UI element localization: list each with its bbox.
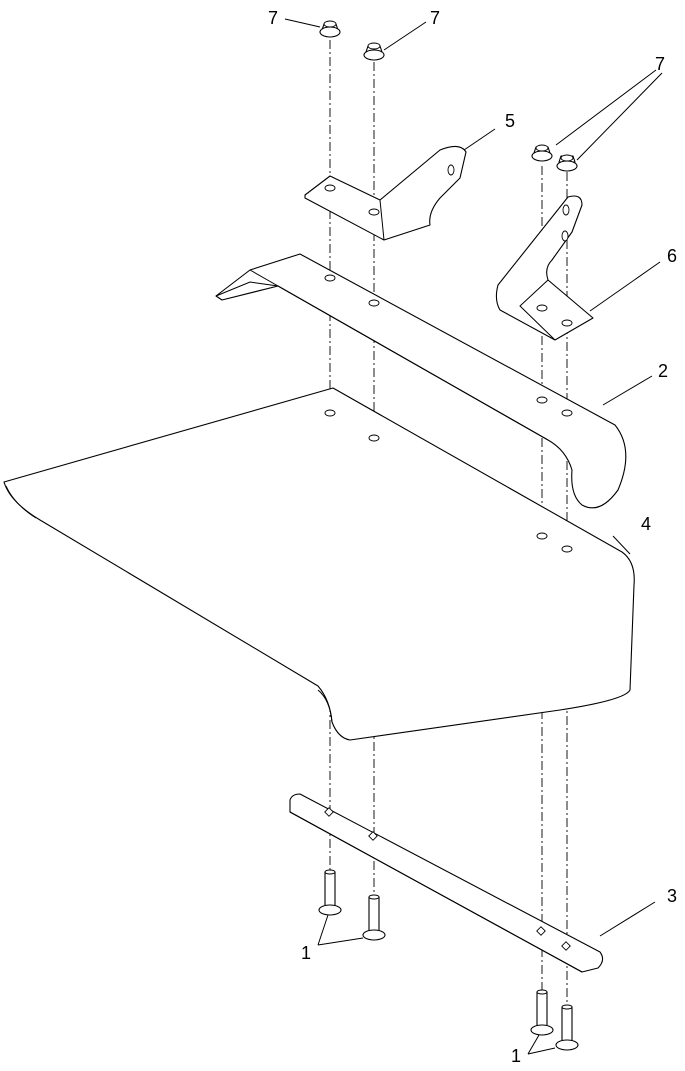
callout-2: 2 [658, 361, 668, 381]
callout-4: 4 [641, 514, 651, 534]
callout-6: 6 [667, 246, 677, 266]
callout-7: 7 [430, 8, 440, 28]
callout-5: 5 [505, 111, 515, 131]
callout-7: 7 [655, 54, 665, 74]
callout-labels: 7 7 7 5 6 2 4 3 1 1 [268, 8, 677, 1066]
leader-lines [284, 18, 663, 1055]
part-3-backing-plate [289, 793, 604, 973]
flange-nut [556, 154, 578, 172]
part-7-flange-nuts [319, 20, 578, 172]
callout-1: 1 [301, 943, 311, 963]
part-6-right-bracket [495, 195, 594, 341]
carriage-bolt [530, 989, 554, 1036]
callout-7: 7 [268, 8, 278, 28]
part-5-left-bracket [304, 145, 467, 241]
callout-3: 3 [667, 886, 677, 906]
flange-nut [319, 20, 341, 38]
carriage-bolt [362, 894, 386, 941]
callout-1: 1 [511, 1046, 521, 1066]
part-2-channel-strip [215, 253, 627, 509]
part-1-carriage-bolts [318, 869, 579, 1051]
part-4-deflector-plate [3, 387, 635, 741]
carriage-bolt [555, 1004, 579, 1051]
flange-nut [531, 144, 553, 162]
flange-nut [363, 42, 385, 61]
carriage-bolt [318, 869, 342, 916]
